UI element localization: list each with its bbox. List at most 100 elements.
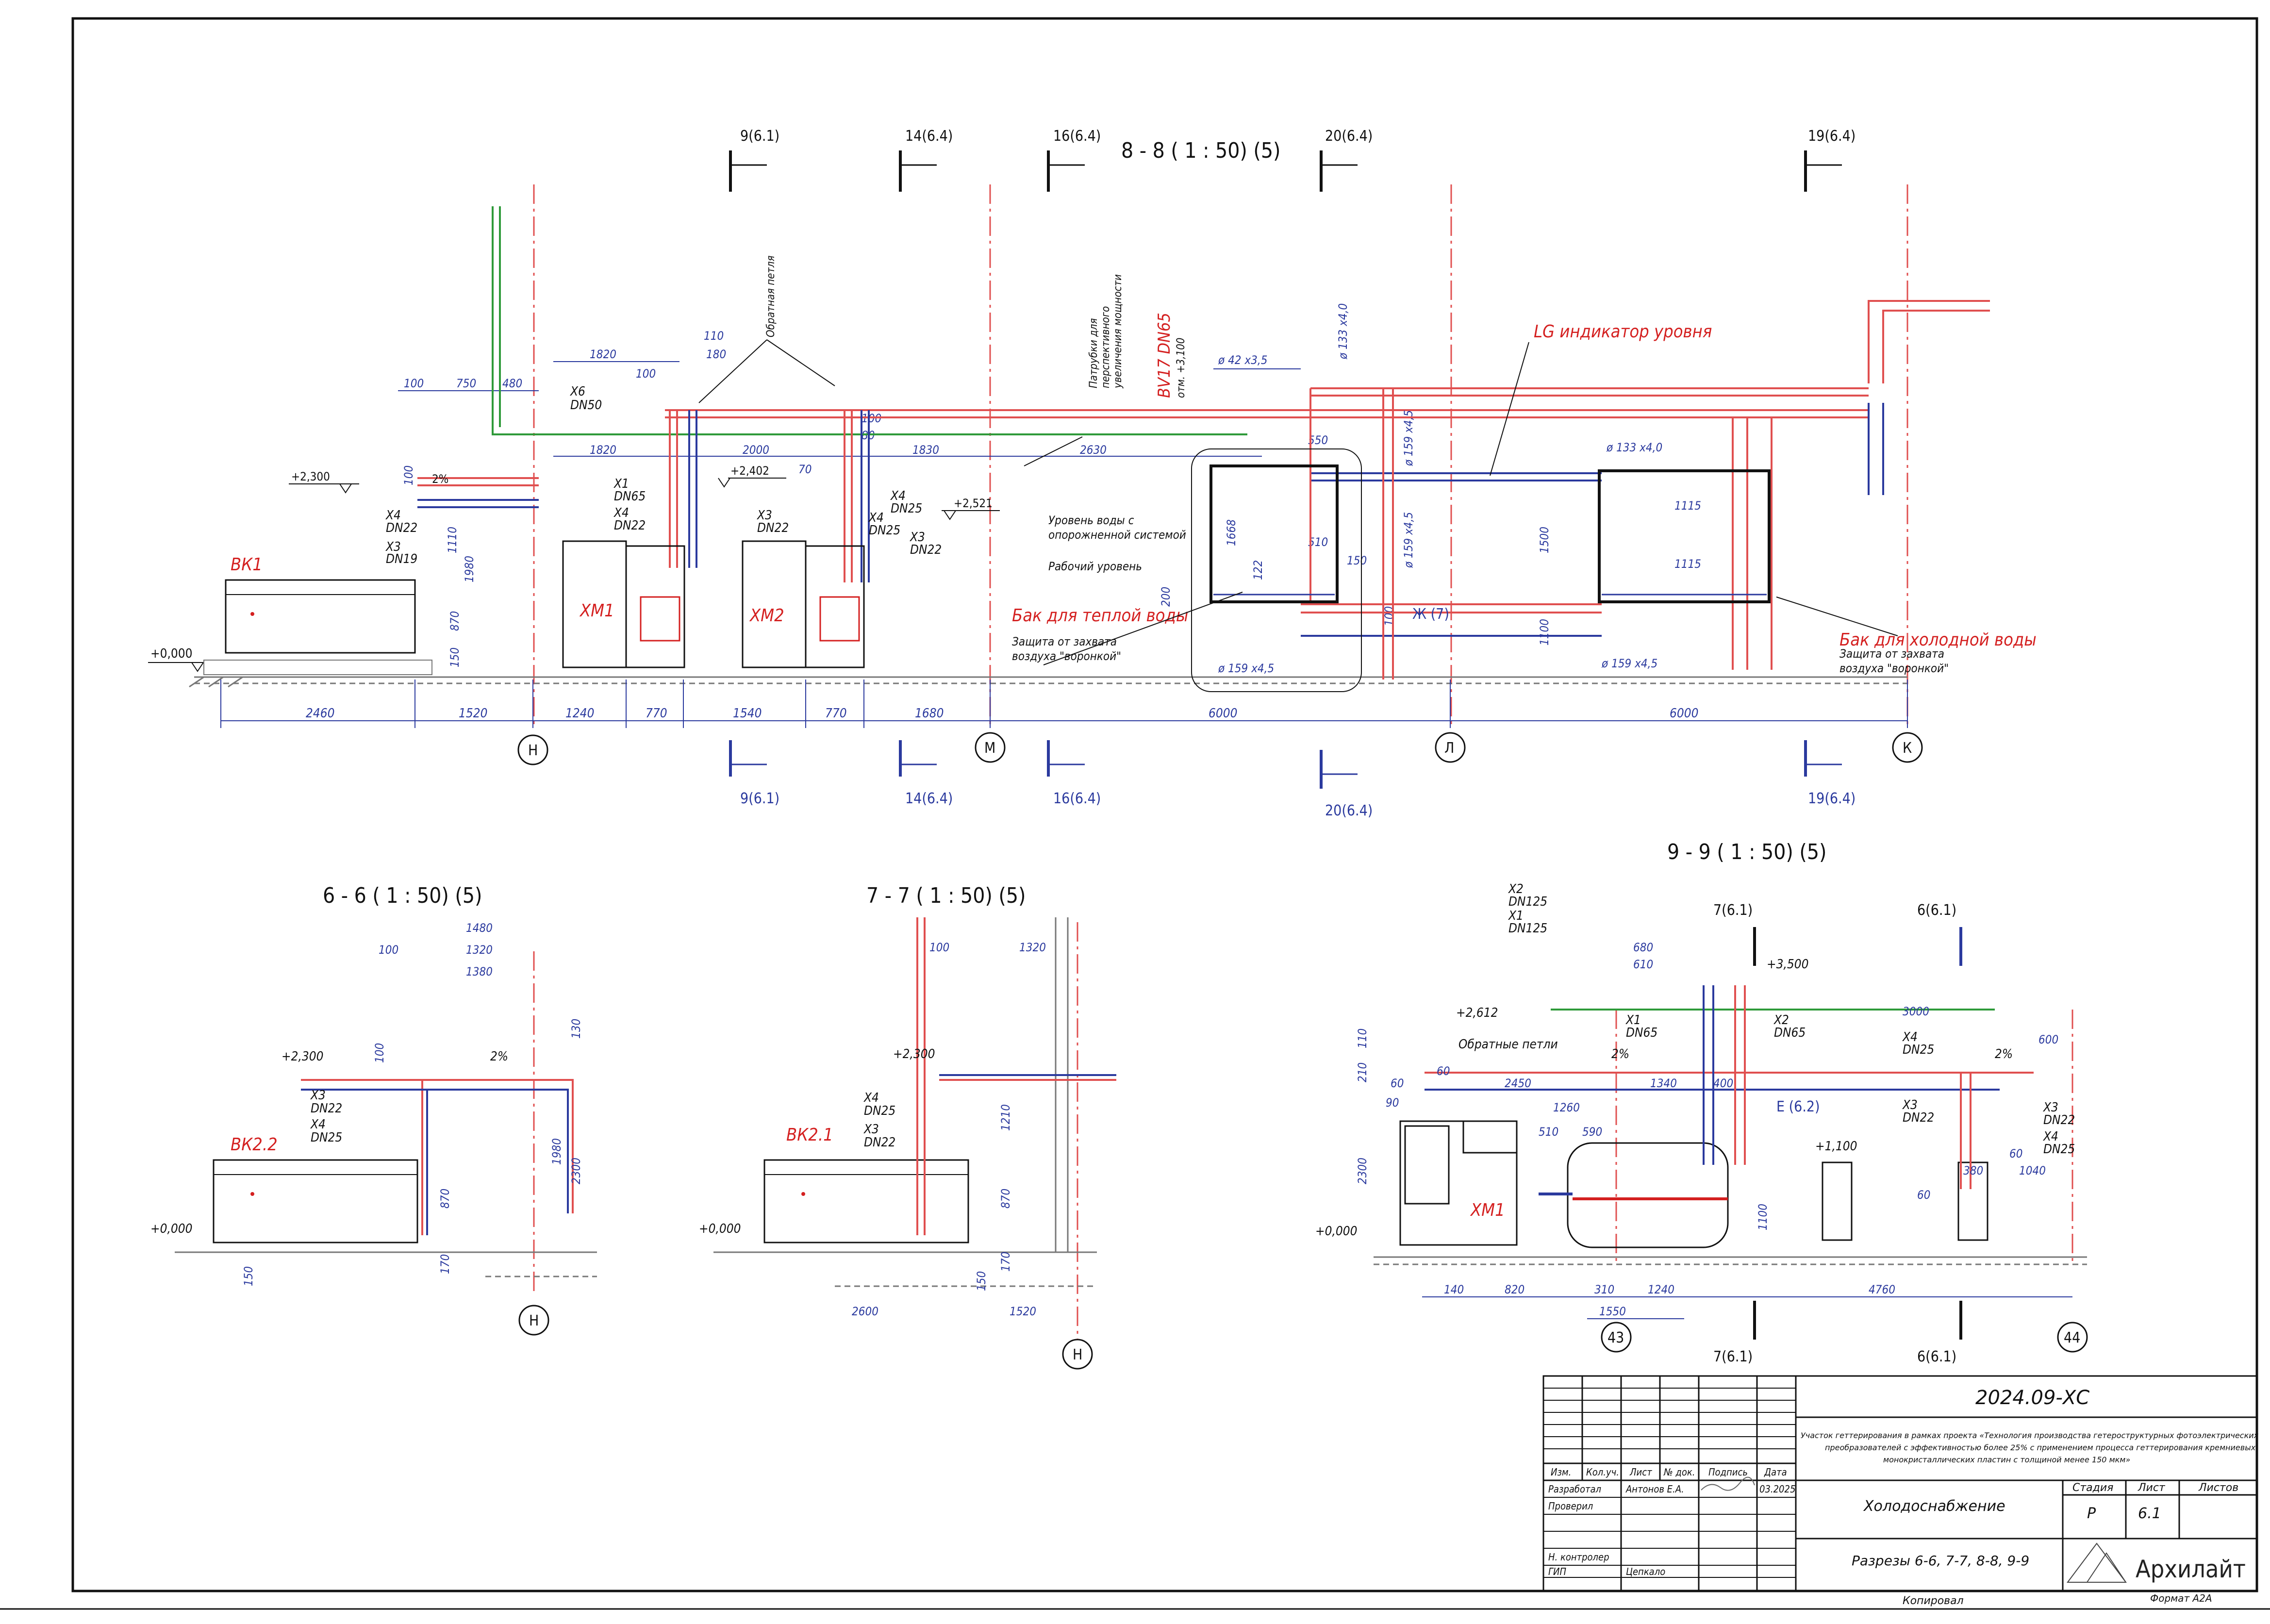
svg-text:1100: 1100 <box>1756 1204 1770 1230</box>
svg-text:ø 159 x4,5: ø 159 x4,5 <box>1601 657 1657 670</box>
label-bv17: BV17 DN65 <box>1155 313 1174 398</box>
axis-bubbles-8-8 <box>517 732 1923 765</box>
svg-text:DN65: DN65 <box>614 489 646 504</box>
svg-text:150: 150 <box>242 1266 255 1286</box>
svg-text:Х3: Х3 <box>310 1088 326 1103</box>
cold-water-tank <box>1598 469 1771 603</box>
svg-text:ø 159 x4,5: ø 159 x4,5 <box>1218 662 1274 675</box>
label-cold-tank: Бак для холодной воды <box>1839 630 2037 650</box>
project-line-2: преобразователей с эффективностью более … <box>1825 1443 2256 1452</box>
svg-text:750: 750 <box>456 377 476 390</box>
svg-text:Разработал: Разработал <box>1548 1483 1601 1495</box>
svg-text:100: 100 <box>373 1043 386 1063</box>
svg-text:№ док.: № док. <box>1663 1466 1695 1478</box>
svg-text:130: 130 <box>569 1019 583 1039</box>
ref-14-6-4-bottom: 14(6.4) <box>905 790 953 807</box>
svg-text:2300: 2300 <box>1356 1158 1369 1184</box>
section-name: Холодоснабжение <box>1863 1498 2005 1515</box>
warm-water-tank <box>1191 448 1362 692</box>
svg-text:200: 200 <box>1159 587 1173 607</box>
grid-axis-lines <box>533 184 2073 1340</box>
ref-e62: Е (6.2) <box>1776 1098 1820 1115</box>
svg-text:2630: 2630 <box>1080 443 1107 457</box>
svg-text:1040: 1040 <box>2019 1164 2046 1177</box>
svg-text:1480: 1480 <box>466 921 493 935</box>
svg-text:Подпись: Подпись <box>1708 1466 1748 1478</box>
svg-text:Обратные петли: Обратные петли <box>1458 1037 1558 1052</box>
axis-43: 43 <box>1607 1329 1624 1346</box>
pipes-7-7 <box>916 917 1116 1235</box>
svg-text:Х6: Х6 <box>570 384 585 399</box>
svg-text:60: 60 <box>1391 1077 1404 1090</box>
elevation-mark-lines-8-8 <box>289 478 1000 520</box>
svg-text:ø 133 x4,0: ø 133 x4,0 <box>1606 441 1662 454</box>
svg-text:1240: 1240 <box>565 706 595 721</box>
floor-9-9 <box>1374 1256 2087 1265</box>
signature <box>1701 1476 1755 1491</box>
section-title-9-9: 9 - 9 ( 1 : 50) (5) <box>1667 840 1826 864</box>
svg-text:Рабочий уровень: Рабочий уровень <box>1048 560 1142 573</box>
ref-16-6-4-top: 16(6.4) <box>1053 128 1101 145</box>
section-8-8: 8 - 8 ( 1 : 50) (5) +0,000 9(6.1) 14(6.4… <box>148 128 2037 819</box>
dry-cooler-vk22 <box>213 1159 418 1243</box>
section-title-8-8: 8 - 8 ( 1 : 50) (5) <box>1121 138 1280 163</box>
svg-text:4760: 4760 <box>1869 1283 1895 1296</box>
svg-text:1320: 1320 <box>466 943 493 957</box>
svg-text:90: 90 <box>1386 1096 1399 1110</box>
svg-text:1820: 1820 <box>590 348 616 361</box>
svg-text:170: 170 <box>999 1252 1012 1272</box>
svg-text:480: 480 <box>502 377 522 390</box>
svg-text:Цепкало: Цепкало <box>1626 1566 1665 1577</box>
axis-44: 44 <box>2064 1329 2080 1346</box>
svg-text:Лист: Лист <box>1629 1466 1652 1478</box>
label-xm2: ХМ2 <box>749 606 784 626</box>
svg-text:Защита от захвата: Защита от захвата <box>1839 647 1944 661</box>
svg-text:+2,300: +2,300 <box>291 470 330 483</box>
svg-text:1500: 1500 <box>1538 527 1551 553</box>
dimension-labels-vertical-8-8: 100 1110 1980 870 150 1668 122 200 510 1… <box>402 465 1701 667</box>
diameter-labels-8-8: ø 42 x3,5 ø 133 x4,0 ø 159 x4,5 ø 159 x4… <box>1218 303 1662 675</box>
note-return-loop: Обратная петля <box>765 255 777 337</box>
svg-text:60: 60 <box>2009 1147 2022 1160</box>
svg-text:1320: 1320 <box>1019 941 1046 954</box>
ref-6-6-1-bottom: 6(6.1) <box>1917 1348 1956 1365</box>
svg-text:ø 159 x4,5: ø 159 x4,5 <box>1402 512 1415 568</box>
svg-text:Х3: Х3 <box>757 508 772 523</box>
axis-bubble-n-6-6 <box>518 1305 549 1336</box>
ref-14-6-4-top: 14(6.4) <box>905 128 953 145</box>
svg-text:2%: 2% <box>432 472 448 486</box>
svg-text:ø 159 x4,5: ø 159 x4,5 <box>1402 410 1415 466</box>
svg-text:+1,100: +1,100 <box>1815 1139 1857 1154</box>
svg-text:DN65: DN65 <box>1626 1026 1657 1040</box>
sheet-title: Разрезы 6-6, 7-7, 8-8, 9-9 <box>1852 1553 2029 1569</box>
svg-text:180: 180 <box>706 348 726 361</box>
svg-text:2600: 2600 <box>852 1305 878 1318</box>
svg-text:1830: 1830 <box>912 443 939 457</box>
svg-text:870: 870 <box>448 611 462 631</box>
svg-text:Х3: Х3 <box>863 1122 879 1137</box>
title-block-grid <box>1542 1375 2258 1592</box>
svg-text:+0,000: +0,000 <box>699 1222 741 1236</box>
svg-text:DN22: DN22 <box>757 521 789 535</box>
svg-text:70: 70 <box>798 463 812 476</box>
elevation-marks-8-8: +2,300 +2,402 +2,521 2% <box>291 464 993 510</box>
svg-text:1520: 1520 <box>459 706 488 721</box>
svg-text:DN65: DN65 <box>1774 1026 1806 1040</box>
svg-text:DN25: DN25 <box>2043 1142 2075 1157</box>
svg-text:DN22: DN22 <box>614 518 646 533</box>
axis-n-8-8: Н <box>528 742 538 759</box>
ref-16-6-4-bottom: 16(6.4) <box>1053 790 1101 807</box>
svg-text:60: 60 <box>1437 1064 1450 1078</box>
svg-text:DN22: DN22 <box>2043 1113 2075 1127</box>
note-nozzles-2: перспективного <box>1100 306 1112 388</box>
dry-cooler-vk1 <box>203 579 432 675</box>
svg-text:110: 110 <box>704 329 724 343</box>
svg-text:DN22: DN22 <box>1903 1110 1934 1125</box>
svg-text:Защита от захвата: Защита от захвата <box>1012 635 1117 648</box>
svg-text:60: 60 <box>1917 1188 1930 1202</box>
dim-lines-9-9 <box>1422 1296 2072 1319</box>
